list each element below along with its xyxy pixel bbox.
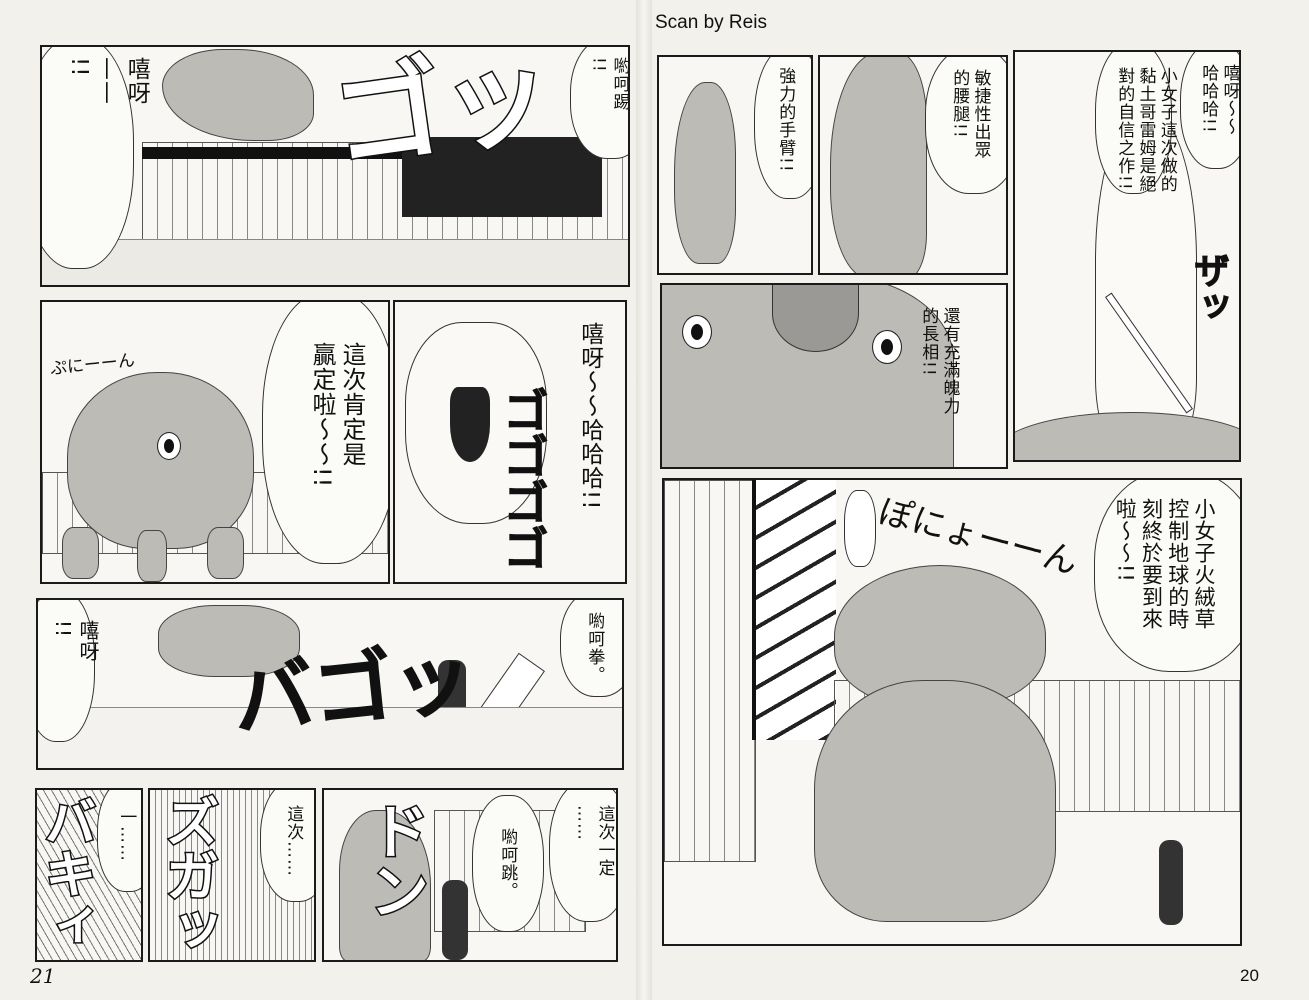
dialogue: 一…… bbox=[116, 808, 137, 862]
dialogue: 這次肯定是 贏定啦〜〜!! bbox=[308, 342, 366, 489]
ground bbox=[42, 239, 628, 285]
page-number-right: 20 bbox=[1240, 966, 1259, 985]
sound-effect: ザッ bbox=[1188, 252, 1230, 325]
dialogue: 這次…… bbox=[283, 805, 304, 877]
speech-bubble bbox=[262, 302, 388, 564]
sound-effect: ドン bbox=[358, 799, 431, 922]
panel-left-2: ぷにーーん 這次肯定是 贏定啦〜〜!! bbox=[40, 300, 390, 584]
dialogue: 嘻呀 !! bbox=[51, 620, 100, 662]
dialogue: 喲呵跳。 bbox=[497, 828, 518, 900]
clay-golem-leg bbox=[207, 527, 244, 579]
golem-eye bbox=[872, 330, 902, 364]
speech-bubble bbox=[754, 57, 811, 199]
speech-bubble bbox=[560, 600, 622, 697]
golem-leg bbox=[830, 57, 927, 273]
speech-bubble bbox=[570, 47, 628, 159]
clay-golem-back bbox=[339, 810, 431, 960]
dialogue: 喲呵拳。 bbox=[584, 612, 605, 684]
dialogue: 嘻呀〜〜 哈哈哈!! bbox=[1198, 64, 1240, 136]
speech-bubble bbox=[97, 790, 141, 892]
school-building bbox=[664, 480, 756, 862]
sound-effect: バキィ bbox=[35, 794, 97, 953]
sound-effect: ズガッ bbox=[155, 793, 221, 958]
panel-right-2: 敏捷性出眾 的腰腿!! bbox=[818, 55, 1008, 275]
golem-arm bbox=[674, 82, 736, 264]
speech-bubble bbox=[1094, 480, 1240, 672]
speech-bubble bbox=[1180, 52, 1239, 169]
dialogue: 還有充滿魄力 的長相!! bbox=[918, 307, 960, 415]
speech-bubble bbox=[260, 790, 314, 902]
scan-credit: Scan by Reis bbox=[655, 12, 767, 33]
clay-golem bbox=[67, 372, 254, 549]
dialogue: 嘻呀〜〜哈哈哈!! bbox=[576, 322, 603, 511]
page-gutter bbox=[636, 0, 652, 1000]
speech-bubble bbox=[925, 57, 1006, 194]
golem-head-top bbox=[1015, 412, 1239, 460]
dialogue: 敏捷性出眾 的腰腿!! bbox=[949, 69, 991, 159]
clay-debris bbox=[162, 49, 314, 141]
speech-bubble bbox=[549, 790, 616, 922]
clay-debris bbox=[158, 605, 300, 677]
panel-right-6: ぽにょーーん 小女子火絨草 控制地球的時 刻終於要到來 啦〜〜!! bbox=[662, 478, 1242, 946]
hero-figure bbox=[1159, 840, 1183, 925]
dialogue: 喲呵踢 !! bbox=[588, 57, 630, 111]
clay-golem-body bbox=[814, 680, 1056, 922]
sound-effect: ゴッ bbox=[323, 45, 562, 187]
panel-right-1: 強力的手臂!! bbox=[657, 55, 813, 275]
golem-horn bbox=[772, 285, 859, 352]
building-band-right bbox=[402, 137, 602, 217]
speech-bubble bbox=[1095, 52, 1172, 194]
golem-eye bbox=[682, 315, 712, 349]
dialogue: 強力的手臂!! bbox=[775, 67, 796, 173]
speech-bubble bbox=[42, 47, 134, 269]
panel-left-6: 這次…… ズガッ bbox=[148, 788, 316, 962]
dialogue: 這次一定 …… bbox=[573, 805, 615, 877]
panel-left-5: 一…… バキィ bbox=[35, 788, 143, 962]
panel-left-1: 嘻呀 —— !! 喲呵踢 !! ゴッ bbox=[40, 45, 630, 287]
dialogue: 小女子火絨草 控制地球的時 刻終於要到來 啦〜〜!! bbox=[1113, 498, 1216, 630]
dialogue: 嘻呀 —— !! bbox=[65, 57, 150, 105]
sound-effect: ゴゴゴゴ bbox=[496, 387, 551, 572]
speech-bubble bbox=[38, 600, 95, 742]
panel-right-4: 還有充滿魄力 的長相!! bbox=[660, 283, 1008, 469]
clay-golem-leg bbox=[62, 527, 99, 579]
golem-eye bbox=[157, 432, 181, 460]
panel-left-7: 喲呵跳。 這次一定 …… ドン bbox=[322, 788, 618, 962]
sound-effect: ぷにーーん bbox=[49, 350, 136, 380]
princess-on-golem bbox=[844, 490, 876, 567]
hero-figure bbox=[442, 880, 468, 960]
fire-escape bbox=[752, 480, 836, 740]
sound-effect: バゴッ bbox=[228, 630, 478, 749]
sound-effect: ぽにょーーん bbox=[874, 491, 1082, 583]
speech-bubble bbox=[472, 795, 544, 932]
panel-left-3: 嘻呀〜〜哈哈哈!! ゴゴゴゴ bbox=[393, 300, 627, 584]
page-number-left: 21 bbox=[30, 964, 56, 988]
panel-left-4: 嘻呀 !! 喲呵拳。 バゴッ bbox=[36, 598, 624, 770]
clay-golem-leg bbox=[137, 530, 167, 582]
open-mouth bbox=[450, 387, 490, 462]
building-band bbox=[142, 147, 402, 159]
panel-right-3: 小女子這次做的 黏土哥雷姆是絕 對的自信之作!! 嘻呀〜〜 哈哈哈!! ザッ bbox=[1013, 50, 1241, 462]
ground bbox=[38, 707, 622, 768]
dialogue: 小女子這次做的 黏土哥雷姆是絕 對的自信之作!! bbox=[1114, 67, 1177, 193]
